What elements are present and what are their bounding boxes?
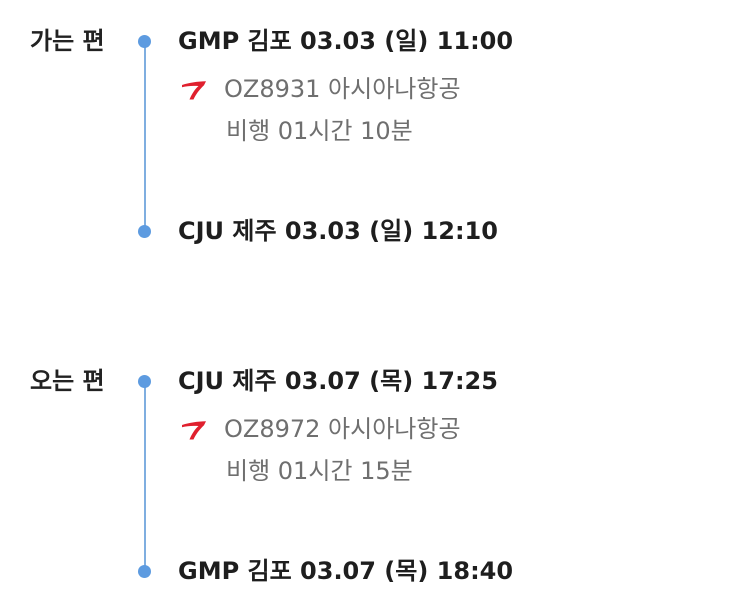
flight-row: OZ8931 아시아나항공 xyxy=(180,74,461,104)
timeline-dot-departure xyxy=(138,375,151,388)
timeline-line xyxy=(143,382,146,572)
leg-label-return: 오는 편 xyxy=(30,367,105,395)
timeline-dot-arrival xyxy=(138,225,151,238)
timeline-dot-departure xyxy=(138,35,151,48)
flight-duration: 비행 01시간 10분 xyxy=(226,117,413,145)
timeline-dot-arrival xyxy=(138,565,151,578)
arrival-info: GMP 김포 03.07 (목) 18:40 xyxy=(178,557,514,585)
asiana-logo-icon xyxy=(182,81,206,100)
departure-info: CJU 제주 03.07 (목) 17:25 xyxy=(178,367,498,395)
return-leg: 오는 편 CJU 제주 03.07 (목) 17:25 OZ8972 아시아나항… xyxy=(0,340,743,590)
flight-number-airline: OZ8931 아시아나항공 xyxy=(224,75,461,103)
flight-number-airline: OZ8972 아시아나항공 xyxy=(224,415,461,443)
arrival-info: CJU 제주 03.03 (일) 12:10 xyxy=(178,217,498,245)
leg-label-outbound: 가는 편 xyxy=(30,27,105,55)
timeline-line xyxy=(143,42,146,232)
asiana-logo-icon xyxy=(182,421,206,440)
flight-duration: 비행 01시간 15분 xyxy=(226,457,413,485)
flight-row: OZ8972 아시아나항공 xyxy=(180,414,461,444)
departure-info: GMP 김포 03.03 (일) 11:00 xyxy=(178,27,514,55)
outbound-leg: 가는 편 GMP 김포 03.03 (일) 11:00 OZ8931 아시아나항… xyxy=(0,0,743,250)
